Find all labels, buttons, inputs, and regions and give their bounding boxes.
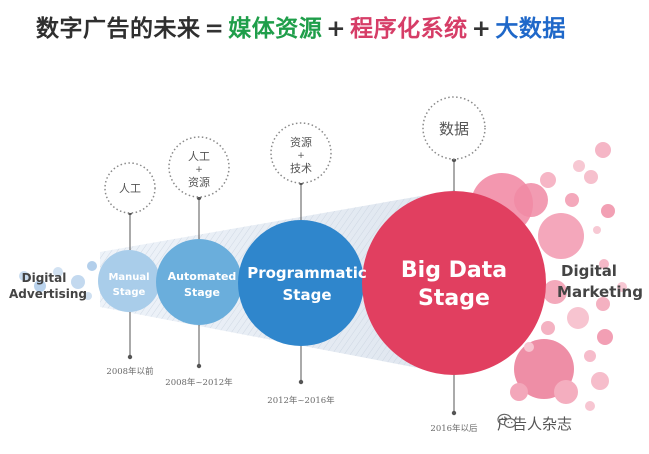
page-title: 数字广告的未来=媒体资源+程序化系统+大数据 bbox=[36, 9, 566, 43]
bigdata-stage-circle bbox=[362, 191, 546, 375]
bubble-manual: 人工 bbox=[104, 162, 156, 214]
date-automated: 2008年~2012年 bbox=[165, 377, 233, 388]
programmatic-stage-label-line1: Programmatic bbox=[247, 264, 367, 282]
manual-stage-circle bbox=[98, 250, 160, 312]
bubble-automated-plus: + bbox=[195, 165, 203, 175]
decor-dots-left bbox=[19, 261, 97, 300]
bubble-programmatic-text-2: 技术 bbox=[290, 162, 312, 175]
bubble-bigdata: 数据 bbox=[422, 96, 486, 160]
bubble-automated-text-1: 人工 bbox=[188, 150, 210, 163]
date-programmatic: 2012年~2016年 bbox=[267, 395, 335, 406]
digital-marketing-line2: Marketing bbox=[557, 283, 643, 301]
title-media-resources: 媒体资源 bbox=[228, 16, 323, 42]
date-manual: 2008年以前 bbox=[106, 366, 154, 377]
watermark-text: 广告人杂志 bbox=[497, 415, 573, 433]
title-prefix: 数字广告的未来 bbox=[36, 16, 201, 42]
automated-stage-label-line2: Stage bbox=[184, 286, 220, 299]
programmatic-stage-circle bbox=[238, 220, 364, 346]
bubble-automated-text-2: 资源 bbox=[188, 175, 210, 189]
title-plus-2: + bbox=[471, 16, 492, 42]
bubble-programmatic-text-1: 资源 bbox=[290, 135, 312, 149]
bubble-programmatic-plus: + bbox=[297, 151, 305, 161]
automated-stage-circle bbox=[156, 239, 242, 325]
automated-stage-label-line1: Automated bbox=[168, 270, 237, 283]
connector-lines-bottom bbox=[127, 312, 457, 416]
programmatic-stage-label-line2: Stage bbox=[282, 286, 331, 304]
digital-marketing-line1: Digital bbox=[561, 262, 617, 280]
title-programmatic-system: 程序化系统 bbox=[350, 16, 468, 42]
manual-stage-label-line1: Manual bbox=[108, 272, 149, 283]
title-equals: = bbox=[204, 16, 225, 42]
bigdata-stage-label-line1: Big Data bbox=[401, 258, 507, 283]
bubble-automated: 人工 + 资源 bbox=[168, 136, 230, 198]
bubble-programmatic: 资源 + 技术 bbox=[270, 122, 332, 184]
title-big-data: 大数据 bbox=[495, 16, 566, 42]
watermark: 广告人杂志 bbox=[497, 413, 572, 434]
manual-stage-label-line2: Stage bbox=[113, 287, 146, 298]
bigdata-stage-label-line2: Stage bbox=[418, 286, 490, 311]
wechat-icon bbox=[497, 413, 517, 429]
bubble-bigdata-text: 数据 bbox=[439, 120, 469, 138]
digital-advertising-line1: Digital bbox=[22, 271, 67, 285]
bubble-manual-text: 人工 bbox=[119, 182, 141, 195]
digital-advertising-line2: Advertising bbox=[9, 287, 87, 301]
title-plus-1: + bbox=[326, 16, 347, 42]
date-bigdata: 2016年以后 bbox=[430, 423, 478, 434]
